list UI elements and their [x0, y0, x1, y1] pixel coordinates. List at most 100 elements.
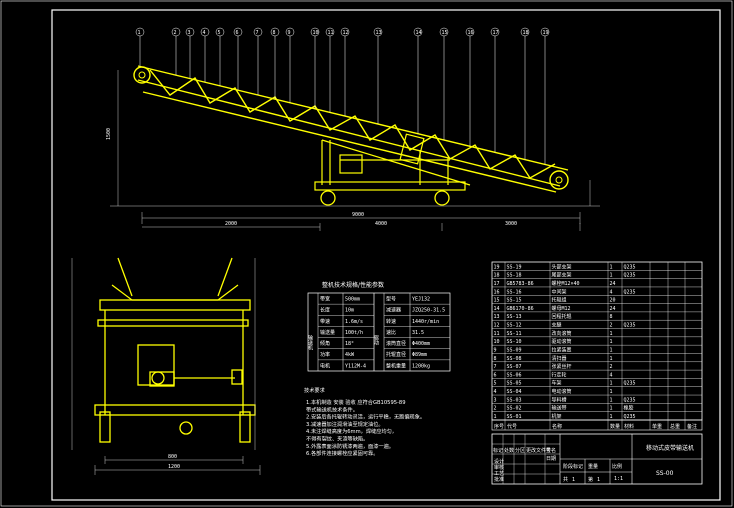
bom-cell: 24	[610, 281, 616, 287]
note-line: 1.本机制造 安装 验收 应符合GB10595-89	[306, 398, 406, 406]
dim-seg-a: 2000	[225, 221, 237, 227]
balloon-number: 4	[203, 30, 206, 36]
bom-cell: GB6170-86	[507, 306, 534, 312]
balloon	[373, 27, 383, 37]
bom-cell: Q235	[624, 414, 636, 420]
balloon-number: 15	[442, 30, 448, 36]
stage-label: 阶段标记	[563, 463, 583, 470]
title-block-left: 标记处数分区更改文件号签名日期设计审核工艺批准	[492, 434, 560, 484]
bom-header-frame	[491, 419, 703, 431]
param-value: 31.5	[412, 330, 424, 336]
balloon-number: 8	[273, 30, 276, 36]
bom-cell: SS-01	[507, 414, 522, 420]
bom-cell: 1	[610, 381, 613, 387]
param-right-head: 驱动	[373, 335, 379, 346]
bom-cell: SS-12	[507, 323, 522, 329]
bom-cell: SS-09	[507, 347, 522, 353]
wheel-front	[434, 190, 450, 206]
bom-cell: SS-11	[507, 331, 522, 337]
balloon	[200, 27, 210, 37]
param-value: 1200kg	[412, 363, 430, 369]
end-view-structure	[94, 257, 256, 443]
drive-unit	[399, 133, 425, 165]
bom-cell: 托辊组	[552, 297, 567, 304]
bom-cell: 回程托辊	[552, 313, 572, 320]
tb-role: 设计	[494, 458, 504, 465]
balloon-number: 2	[174, 30, 177, 36]
param-key: 减速器	[386, 307, 401, 314]
title-block: 标记处数分区更改文件号签名日期设计审核工艺批准 移动式皮带输送机 SS-00 阶…	[491, 433, 703, 485]
param-value: YEJ132	[412, 297, 430, 303]
param-value: 1.6m/s	[345, 319, 363, 325]
bom-header-cell: 序号	[494, 423, 504, 430]
param-left-head: 输送机	[307, 334, 313, 351]
balloon-number: 19	[543, 30, 549, 36]
technical-notes: 技术要求 1.本机制造 安装 验收 应符合GB10595-89 带式输送机技术条…	[304, 386, 425, 457]
balloon-number: 9	[288, 30, 291, 36]
param-key: 转速	[386, 318, 396, 325]
balloon-number: 17	[493, 30, 499, 36]
bom-cell: GB5783-86	[507, 281, 534, 287]
note-line: 不得有裂纹、夹渣等缺陷。	[306, 435, 368, 443]
balloon-number: 12	[343, 30, 349, 36]
notes-heading: 技术要求	[304, 386, 326, 394]
bom-cell: 张紧丝杆	[552, 363, 572, 370]
bom-header-cell: 材料	[624, 423, 634, 430]
tb-header-cell: 标记	[493, 447, 503, 454]
bom-cell: 1	[610, 356, 613, 362]
balloon-number: 3	[188, 30, 191, 36]
bom-cell: 螺母M12	[552, 305, 571, 312]
bom-cell: 头部支架	[552, 263, 572, 270]
bom-cell: 1	[610, 331, 613, 337]
dim-width-total: 1200	[168, 464, 180, 470]
bom-cell: 20	[610, 298, 616, 304]
wheel-rear	[320, 190, 336, 206]
scale-label: 比例	[612, 463, 622, 470]
bom-cell: 4	[610, 289, 613, 295]
param-key: 电机	[320, 362, 330, 369]
note-line: 带式输送机技术条件。	[306, 405, 358, 413]
bom-cell: 尾部支架	[552, 272, 572, 279]
bom-cell: 驱动滚筒	[552, 338, 572, 345]
inner-frame	[51, 9, 721, 501]
tb-role: 审核	[494, 464, 504, 471]
bom-cell: 螺栓M12×40	[552, 280, 580, 287]
balloon-number: 18	[523, 30, 529, 36]
tb-header-cell: 处数	[504, 447, 514, 454]
param-key: 带宽	[320, 296, 330, 303]
bom-cell: Q235	[624, 323, 636, 329]
bom-cell: 4	[494, 389, 497, 395]
bom-cell: SS-16	[507, 289, 522, 295]
bom-cell: 4	[610, 372, 613, 378]
sheet-no-label: 第	[588, 476, 593, 483]
param-value: 500mm	[345, 297, 360, 303]
note-line: 4.未注焊缝高度为6mm，焊缝应均匀，	[306, 427, 397, 435]
bom-cell: 13	[494, 314, 500, 320]
bom-cell: 12	[494, 323, 500, 329]
tail-pulley	[133, 66, 151, 84]
bom-cell: 15	[494, 298, 500, 304]
head-pulley	[549, 170, 569, 190]
balloon	[310, 27, 320, 37]
bom-cell: SS-19	[507, 264, 522, 270]
tail-pulley-hub	[138, 71, 146, 79]
balloon-number: 5	[218, 30, 221, 36]
weight-label: 重量	[588, 463, 598, 470]
bom-cell: 1	[610, 347, 613, 353]
bom-cell: SS-15	[507, 298, 522, 304]
bom-cell: 2	[610, 364, 613, 370]
bom-cell: 改向滚筒	[552, 330, 572, 337]
bom-cell: Q235	[624, 397, 636, 403]
bom-cell: 清扫器	[552, 355, 567, 362]
scale-value: 1:1	[614, 476, 623, 482]
balloon	[325, 27, 335, 37]
dim-overall: 9000	[352, 212, 364, 218]
param-value: Φ89mm	[412, 352, 427, 358]
end-view: 1200 800	[71, 257, 261, 475]
bom-cell: 2	[610, 323, 613, 329]
bom-cell: SS-10	[507, 339, 522, 345]
